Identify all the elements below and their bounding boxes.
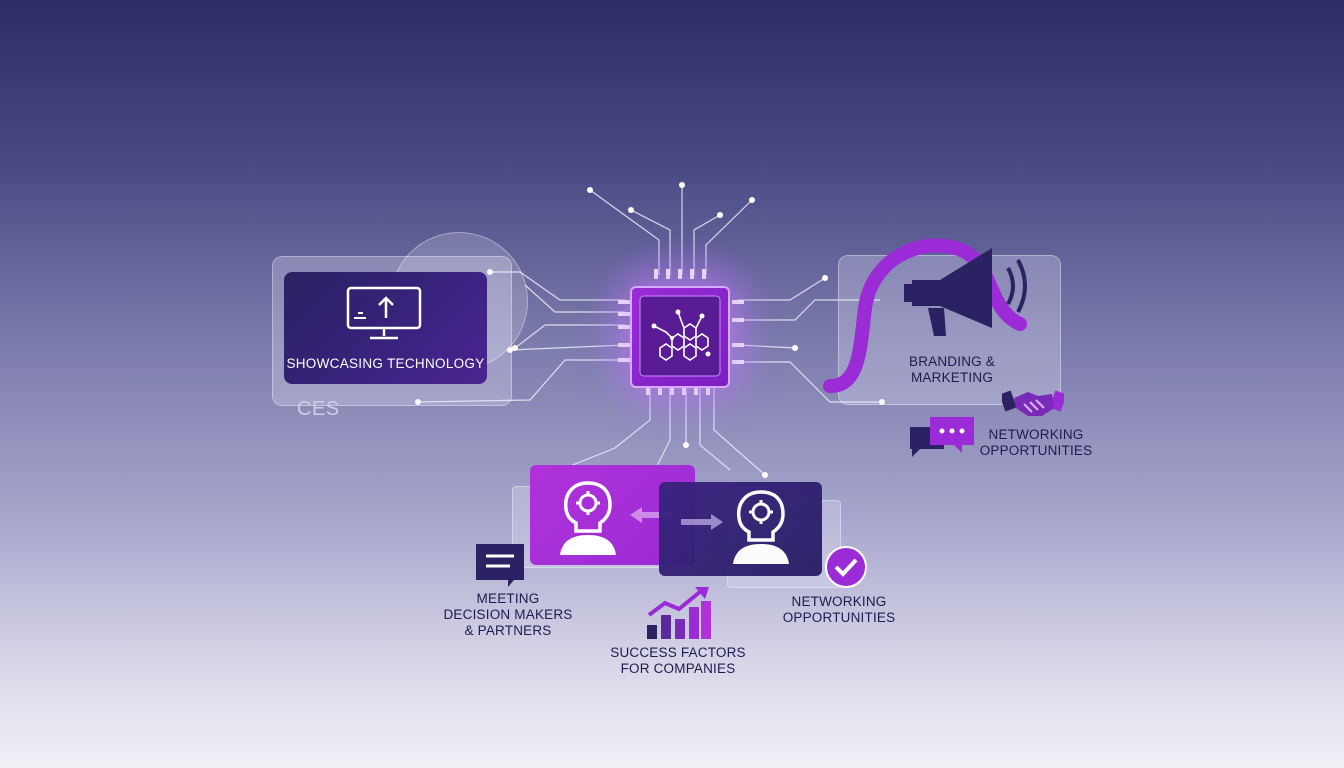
meeting-line-2: DECISION MAKERS bbox=[443, 607, 573, 622]
success-label: SUCCESS FACTORS FOR COMPANIES bbox=[603, 645, 753, 677]
arrow-right-icon bbox=[679, 512, 723, 537]
branding-line-2: MARKETING bbox=[910, 370, 994, 385]
message-icon bbox=[474, 542, 526, 593]
networking-bottom-line-1: NETWORKING bbox=[791, 594, 887, 609]
ces-label: CES bbox=[297, 398, 340, 420]
branding-line-1: BRANDING & bbox=[908, 354, 995, 369]
chip-pins-right bbox=[730, 300, 744, 375]
showcasing-technology-card: SHOWCASING TECHNOLOGY bbox=[284, 272, 487, 384]
megaphone-icon bbox=[820, 228, 1040, 403]
head-gear-card-right bbox=[659, 482, 822, 576]
monitor-upload-icon bbox=[346, 286, 422, 347]
meeting-line-1: MEETING bbox=[476, 591, 540, 606]
meeting-line-3: & PARTNERS bbox=[464, 623, 552, 638]
chip-pins-bottom bbox=[636, 384, 730, 396]
handshake-icon bbox=[999, 382, 1067, 427]
branding-marketing-label: BRANDING & MARKETING bbox=[897, 354, 1007, 386]
networking-right-line-2: OPPORTUNITIES bbox=[979, 443, 1093, 458]
processor-chip-icon bbox=[630, 286, 730, 388]
networking-right-line-1: NETWORKING bbox=[988, 427, 1084, 442]
check-circle-icon bbox=[824, 545, 868, 594]
chip-pins-left bbox=[618, 300, 632, 375]
networking-bottom-line-2: OPPORTUNITIES bbox=[782, 610, 896, 625]
chat-bubbles-icon bbox=[908, 415, 978, 466]
arrow-left-icon bbox=[630, 505, 674, 530]
growth-chart-icon bbox=[645, 585, 715, 646]
chip-pins-top bbox=[636, 268, 730, 279]
head-gear-icon bbox=[731, 486, 791, 571]
meeting-label: MEETING DECISION MAKERS & PARTNERS bbox=[433, 591, 583, 639]
showcasing-technology-label: SHOWCASING TECHNOLOGY bbox=[286, 356, 485, 371]
success-line-1: SUCCESS FACTORS bbox=[610, 645, 746, 660]
head-gear-icon bbox=[558, 477, 618, 562]
networking-right-label: NETWORKING OPPORTUNITIES bbox=[978, 427, 1094, 459]
networking-bottom-label: NETWORKING OPPORTUNITIES bbox=[780, 594, 898, 626]
success-line-2: FOR COMPANIES bbox=[620, 661, 736, 676]
